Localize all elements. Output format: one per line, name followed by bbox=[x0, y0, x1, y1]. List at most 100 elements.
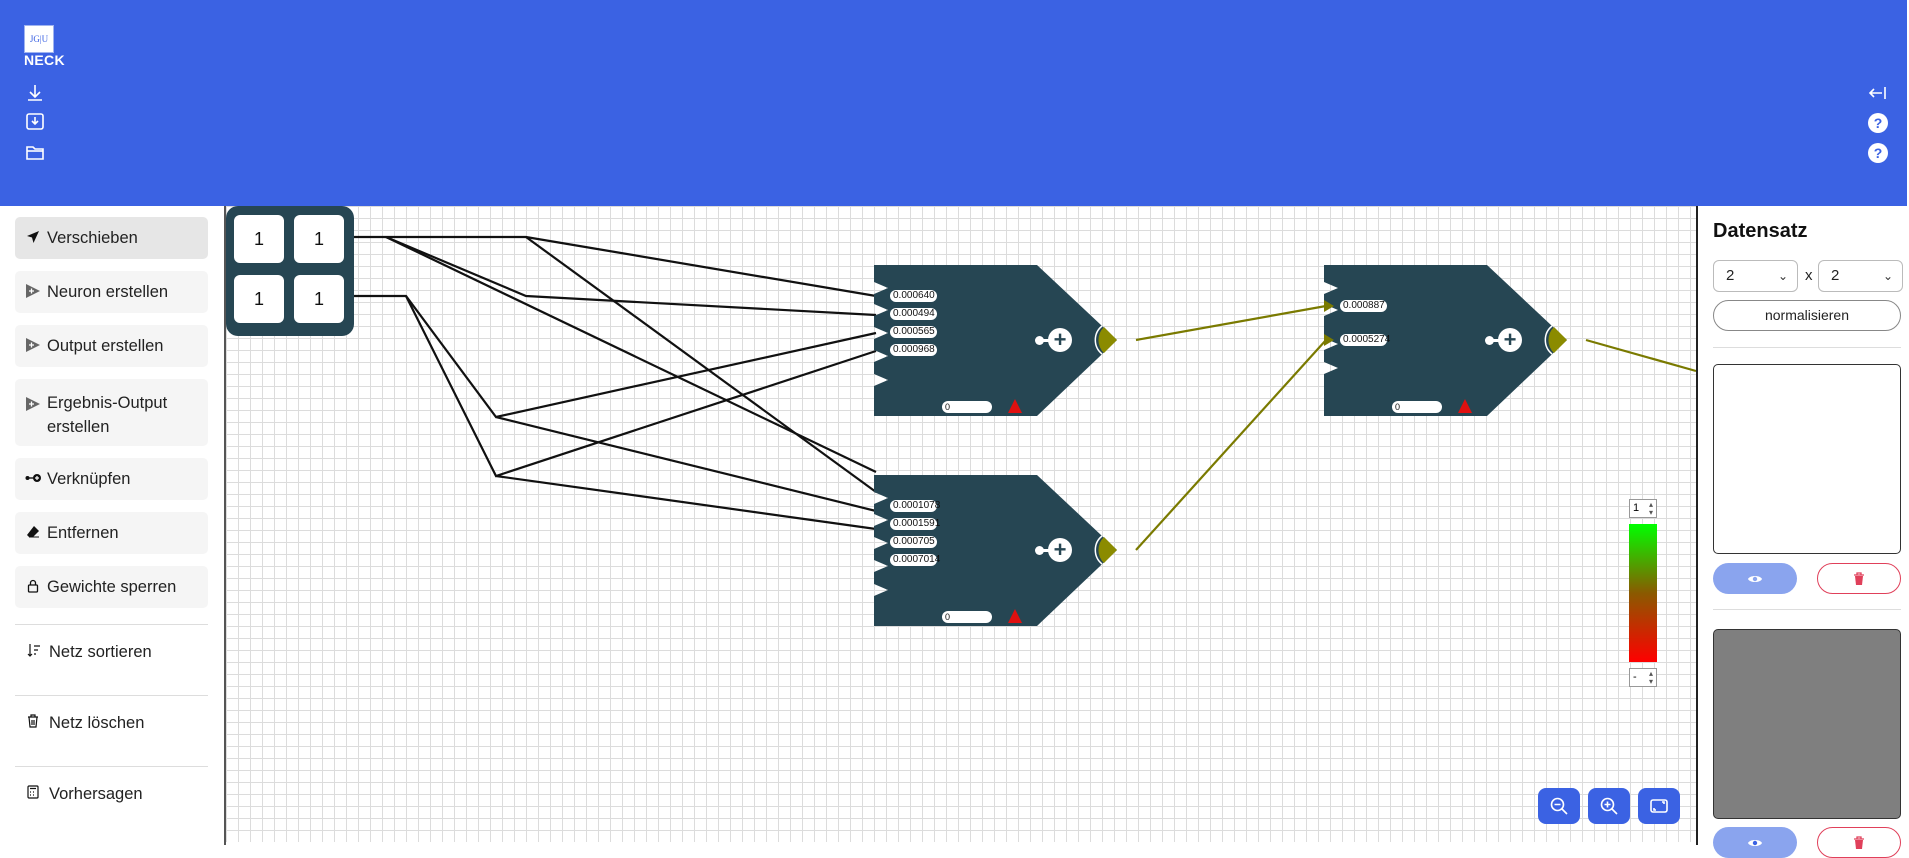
connection-line bbox=[354, 294, 877, 419]
scale-max-input[interactable]: 1 ▴▾ bbox=[1629, 499, 1657, 518]
input-grid: 1 1 1 1 bbox=[226, 206, 354, 336]
trash-icon bbox=[27, 713, 43, 733]
activation-triangle-icon bbox=[1458, 399, 1472, 413]
top-bar: JG|U NECK ? ? bbox=[0, 0, 1907, 206]
tool-label: Output erstellen bbox=[47, 336, 164, 355]
play-plus-icon bbox=[25, 337, 41, 356]
weight-label[interactable]: 0.000640 bbox=[890, 290, 937, 302]
weight-label[interactable]: 0.0007014 bbox=[890, 554, 940, 566]
tool-move-button[interactable]: Verschieben bbox=[15, 217, 208, 259]
chevron-down-icon: ⌄ bbox=[1882, 269, 1893, 283]
calculator-icon bbox=[27, 784, 43, 804]
eye-icon bbox=[1748, 839, 1762, 846]
connection-line bbox=[354, 235, 877, 298]
cols-select[interactable]: 2 ⌄ bbox=[1818, 260, 1903, 292]
eraser-icon bbox=[25, 525, 41, 542]
tool-remove-button[interactable]: Entfernen bbox=[15, 512, 208, 554]
tool-lock-weights-button[interactable]: Gewichte sperren bbox=[15, 566, 208, 608]
dataset-sample-preview[interactable] bbox=[1713, 629, 1901, 819]
view-sample-button[interactable] bbox=[1713, 827, 1797, 858]
sort-icon bbox=[27, 643, 43, 662]
sum-connector bbox=[1035, 336, 1044, 345]
color-scale: 1 ▴▾ - ▴▾ bbox=[1628, 499, 1658, 687]
predict-button[interactable]: Vorhersagen bbox=[15, 774, 208, 814]
input-cell[interactable]: 1 bbox=[234, 275, 284, 323]
zoom-in-button[interactable] bbox=[1588, 788, 1630, 824]
scale-min-value: - bbox=[1633, 671, 1637, 683]
scale-min-input[interactable]: - ▴▾ bbox=[1629, 668, 1657, 687]
dimension-separator: x bbox=[1805, 267, 1813, 284]
sum-plus-icon: + bbox=[1498, 328, 1522, 352]
input-cell[interactable]: 1 bbox=[294, 275, 344, 323]
divider bbox=[15, 766, 208, 767]
sum-connector-line bbox=[1040, 339, 1050, 342]
tool-label: Ergebnis-Output erstellen bbox=[47, 394, 168, 436]
action-label: Netz löschen bbox=[49, 713, 145, 732]
collapse-panel-icon[interactable] bbox=[1866, 82, 1888, 104]
color-gradient-bar bbox=[1629, 524, 1657, 662]
tool-create-result-output-button[interactable]: Ergebnis-Output erstellen bbox=[15, 379, 208, 446]
delete-sample-button[interactable] bbox=[1817, 563, 1901, 594]
sum-plus-icon: + bbox=[1048, 328, 1072, 352]
sum-connector bbox=[1035, 546, 1044, 555]
divider bbox=[1713, 347, 1901, 348]
sum-plus-icon: + bbox=[1048, 538, 1072, 562]
weight-label[interactable]: 0.000565 bbox=[890, 326, 937, 338]
bias-input[interactable]: 0 bbox=[942, 401, 992, 413]
trash-icon bbox=[1854, 835, 1864, 849]
trash-icon bbox=[1854, 571, 1864, 585]
cols-value: 2 bbox=[1831, 267, 1840, 284]
help-icon[interactable]: ? bbox=[1868, 143, 1888, 163]
input-cell[interactable]: 1 bbox=[294, 215, 344, 263]
divider bbox=[15, 695, 208, 696]
scale-max-value: 1 bbox=[1633, 502, 1640, 514]
neuron-body bbox=[874, 265, 1117, 416]
lock-icon bbox=[25, 579, 41, 596]
fit-screen-button[interactable] bbox=[1638, 788, 1680, 824]
sort-net-button[interactable]: Netz sortieren bbox=[15, 632, 208, 672]
weight-label[interactable]: 0.000968 bbox=[890, 344, 937, 356]
help-icon[interactable]: ? bbox=[1868, 113, 1888, 133]
neuron-3[interactable]: 0.000887 0.0005274 + 0 bbox=[1324, 265, 1594, 416]
folder-open-icon[interactable] bbox=[24, 141, 46, 163]
tool-create-output-button[interactable]: Output erstellen bbox=[15, 325, 208, 367]
network-canvas[interactable]: 1 1 1 1 0.000640 0.000494 0.000565 0.000… bbox=[226, 206, 1697, 842]
tool-label: Entfernen bbox=[47, 523, 119, 542]
spinner-arrows-icon[interactable]: ▴▾ bbox=[1648, 500, 1653, 517]
weight-label[interactable]: 0.000705 bbox=[890, 536, 937, 548]
zoom-out-button[interactable] bbox=[1538, 788, 1580, 824]
tool-link-button[interactable]: Verknüpfen bbox=[15, 458, 208, 500]
bias-input[interactable]: 0 bbox=[942, 611, 992, 623]
weight-label[interactable]: 0.0001591 bbox=[890, 518, 940, 530]
delete-net-button[interactable]: Netz löschen bbox=[15, 703, 208, 743]
normalize-button[interactable]: normalisieren bbox=[1713, 300, 1901, 331]
view-sample-button[interactable] bbox=[1713, 563, 1797, 594]
save-icon[interactable] bbox=[24, 110, 46, 132]
spinner-arrows-icon[interactable]: ▴▾ bbox=[1648, 669, 1653, 686]
tool-label: Verknüpfen bbox=[47, 469, 131, 488]
rows-value: 2 bbox=[1726, 267, 1735, 284]
bias-input[interactable]: 0 bbox=[1392, 401, 1442, 413]
rows-select[interactable]: 2 ⌄ bbox=[1713, 260, 1798, 292]
tool-label: Neuron erstellen bbox=[47, 282, 169, 301]
neuron-2[interactable]: 0.0001078 0.0001591 0.000705 0.0007014 +… bbox=[874, 475, 1144, 626]
tool-create-neuron-button[interactable]: Neuron erstellen bbox=[15, 271, 208, 313]
dataset-sample-preview[interactable] bbox=[1713, 364, 1901, 554]
neuron-1[interactable]: 0.000640 0.000494 0.000565 0.000968 + 0 bbox=[874, 265, 1144, 416]
input-cell[interactable]: 1 bbox=[234, 215, 284, 263]
delete-sample-button[interactable] bbox=[1817, 827, 1901, 858]
tool-label: Gewichte sperren bbox=[47, 577, 177, 596]
app-logo-text: NECK bbox=[24, 52, 65, 68]
output-connection-line bbox=[1585, 338, 1697, 373]
sum-connector bbox=[1485, 336, 1494, 345]
play-plus-icon bbox=[25, 395, 41, 419]
weight-label[interactable]: 0.000887 bbox=[1340, 300, 1387, 312]
weight-label[interactable]: 0.0005274 bbox=[1340, 334, 1390, 346]
sum-connector-line bbox=[1490, 339, 1500, 342]
tool-label: Verschieben bbox=[47, 228, 138, 247]
weight-label[interactable]: 0.0001078 bbox=[890, 500, 940, 512]
download-icon[interactable] bbox=[24, 81, 46, 103]
connection-line bbox=[495, 415, 877, 513]
weight-label[interactable]: 0.000494 bbox=[890, 308, 937, 320]
connection-line bbox=[525, 236, 877, 493]
